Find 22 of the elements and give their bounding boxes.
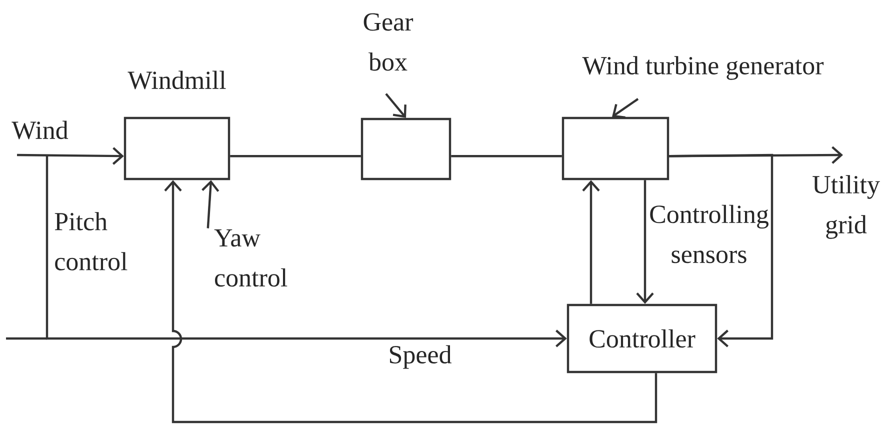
arrow <box>669 154 774 348</box>
arrow <box>46 155 567 348</box>
arrow <box>636 180 654 304</box>
annotation-text: Utility grid <box>812 175 880 239</box>
gear-box <box>360 118 452 180</box>
callout-text: Wind turbine generator <box>582 56 824 80</box>
callout-text: Gear box <box>364 13 414 71</box>
edge-label: Speed <box>387 344 453 370</box>
arrow <box>385 93 406 118</box>
annotation-text: Controlling sensors <box>650 204 768 264</box>
node-label: Windmill <box>128 70 226 90</box>
annotation-text: Pitch control <box>54 212 128 270</box>
annotation-text: Yaw control <box>214 229 288 287</box>
arrow <box>582 180 600 304</box>
arrow <box>612 98 639 118</box>
arrow <box>164 180 658 424</box>
windmill-box: Windmill <box>124 70 230 180</box>
arrow <box>17 147 124 165</box>
arrow <box>202 180 220 228</box>
controller-box: Controller <box>566 304 718 374</box>
generator-box <box>562 116 670 180</box>
edge-label: Wind <box>10 120 70 140</box>
